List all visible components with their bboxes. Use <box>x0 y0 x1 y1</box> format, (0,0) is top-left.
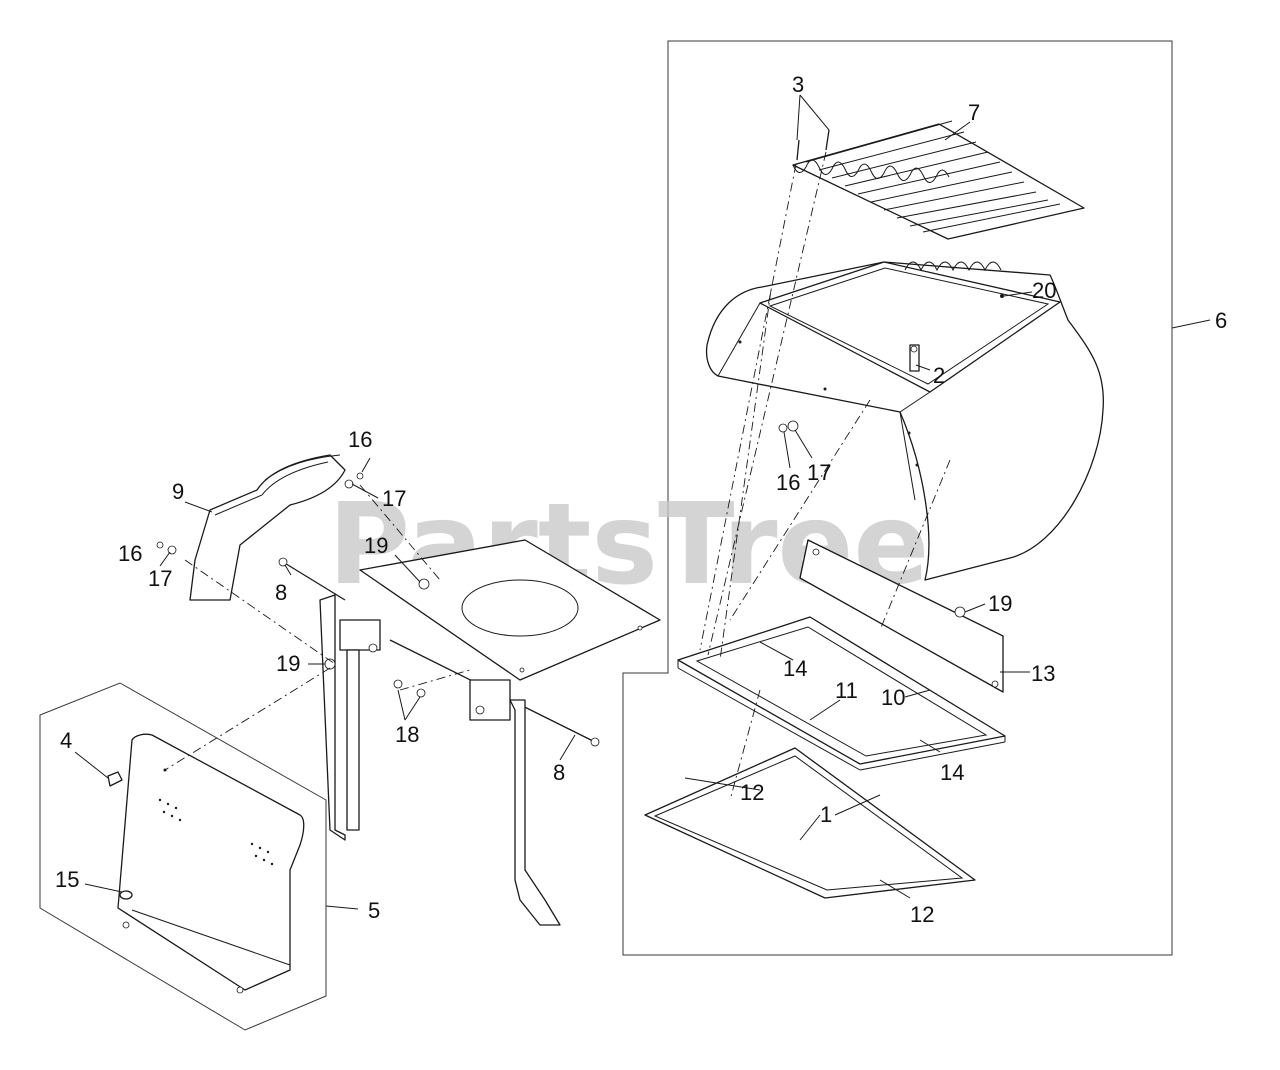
callout-16-right: 16 <box>776 470 800 495</box>
callout-8-lower: 8 <box>553 760 565 785</box>
callout-1: 1 <box>820 802 832 827</box>
knob-4-part <box>107 771 123 787</box>
rivet-20-part <box>1000 294 1004 298</box>
callout-4: 4 <box>60 728 72 753</box>
callout-12-lower: 12 <box>910 902 934 927</box>
seat-bin-body-part <box>705 261 1105 581</box>
callout-17-left: 17 <box>148 566 172 591</box>
bracket-right-part <box>469 679 561 926</box>
screws-part <box>796 129 830 161</box>
screw-16-right-part <box>778 423 788 433</box>
callout-8-upper: 8 <box>275 580 287 605</box>
callout-11: 11 <box>835 678 858 703</box>
chute-part <box>189 454 346 601</box>
nut-19-upper-part <box>418 578 430 590</box>
callout-19-upper: 19 <box>364 533 388 558</box>
callout-16-left: 16 <box>118 541 142 566</box>
assembly-6-frame <box>622 40 1173 956</box>
screw-16-top-part <box>356 472 364 480</box>
callout-6: 6 <box>1215 308 1227 333</box>
seat-frame-part <box>677 616 1006 771</box>
callout-18: 18 <box>395 722 419 747</box>
callout-15: 15 <box>55 867 79 892</box>
callout-19-right: 19 <box>988 591 1012 616</box>
bracket-left-part <box>319 594 381 841</box>
seat-pan-plate-part <box>359 539 661 681</box>
callout-10: 10 <box>881 685 905 710</box>
callout-14-lower: 14 <box>940 760 964 785</box>
callout-9: 9 <box>172 479 184 504</box>
callout-5: 5 <box>368 898 380 923</box>
callout-17-right: 17 <box>807 460 831 485</box>
washer-18a-part <box>393 679 403 689</box>
grommet-15-part <box>119 890 133 900</box>
callout-13: 13 <box>1031 661 1055 686</box>
mounting-plate-part <box>799 539 1004 693</box>
callout-2: 2 <box>933 363 945 388</box>
assembly-5-frame <box>39 682 327 1031</box>
seal-frame-part <box>644 747 976 899</box>
nut-19-right-part <box>954 606 966 618</box>
callout-20: 20 <box>1032 278 1056 303</box>
callout-19-left: 19 <box>276 651 300 676</box>
washer-17-right-part <box>787 420 799 432</box>
callout-14-upper: 14 <box>783 656 807 681</box>
corrugated-cover-part <box>792 120 1085 240</box>
rear-panel-part <box>117 733 305 994</box>
rod-8-upper-part <box>282 561 346 601</box>
screw-16-left-part <box>156 541 164 549</box>
callout-12-upper: 12 <box>740 780 764 805</box>
latch-part <box>909 344 920 372</box>
callout-17-top: 17 <box>382 486 406 511</box>
callout-3: 3 <box>792 72 804 97</box>
washer-17-top-part <box>344 479 354 489</box>
washer-18b-part <box>416 688 426 698</box>
callout-7: 7 <box>968 100 980 125</box>
callout-16-top: 16 <box>348 427 372 452</box>
